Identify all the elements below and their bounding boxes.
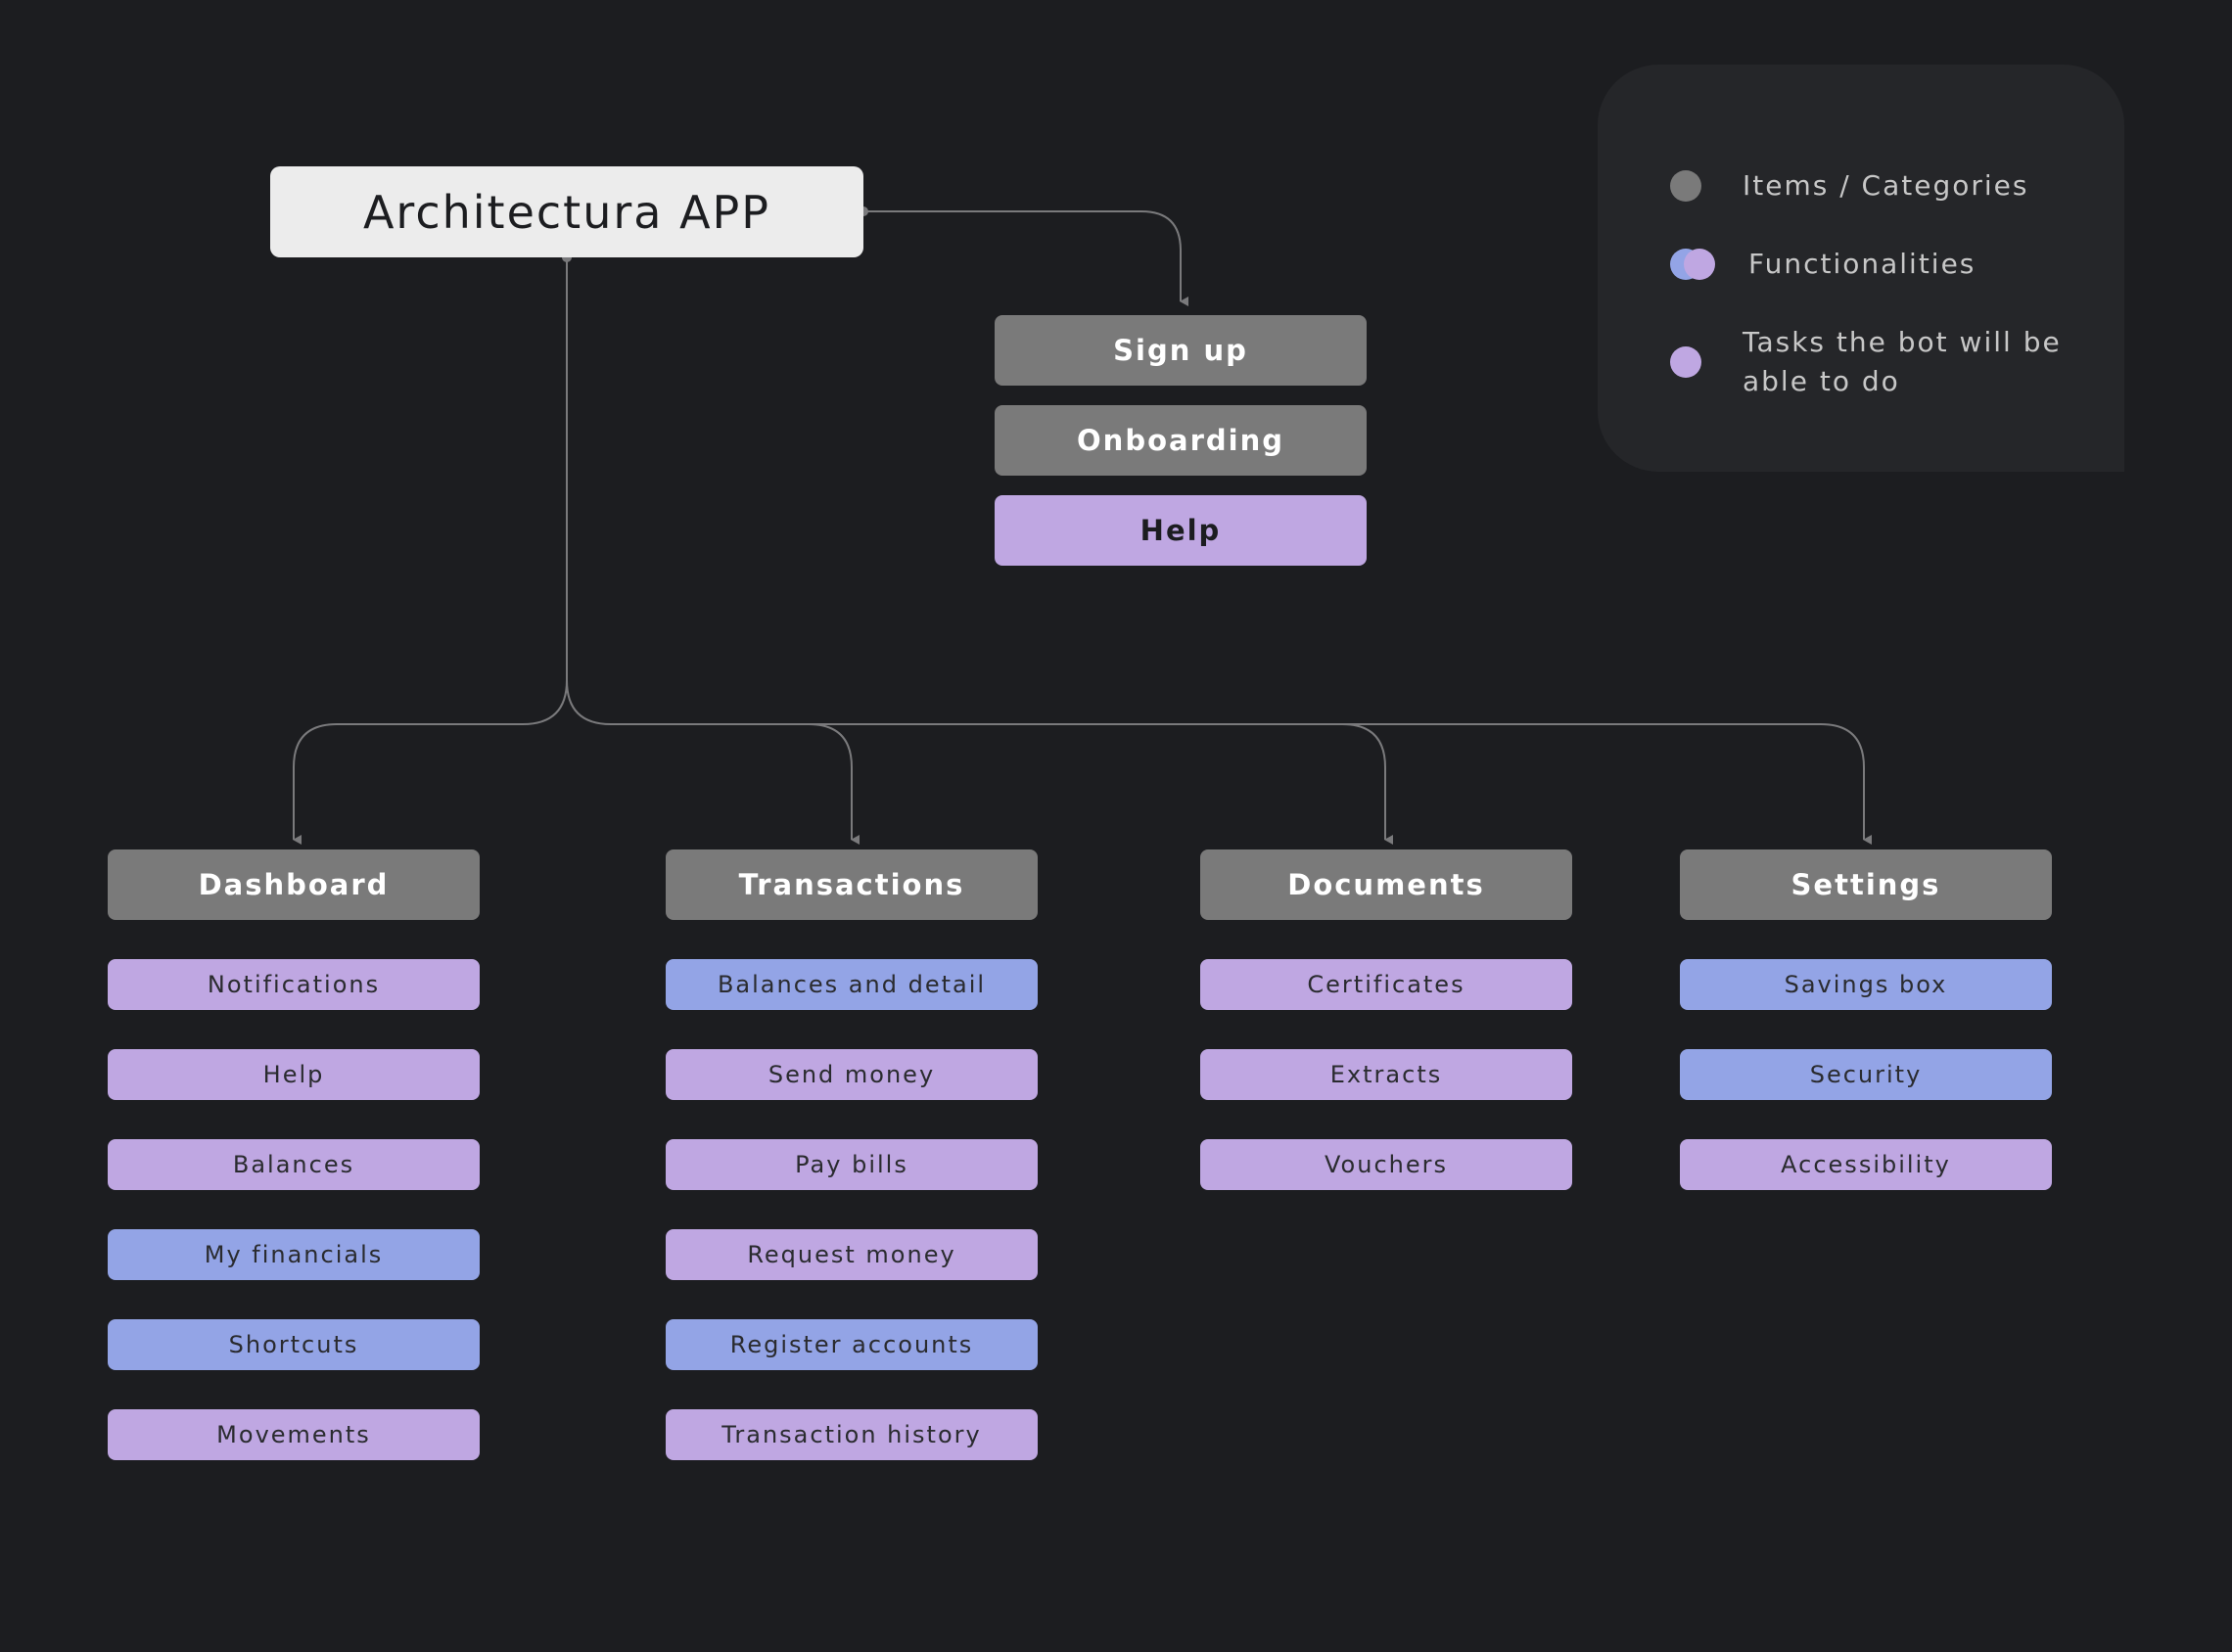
- item-extracts: Extracts: [1200, 1049, 1572, 1100]
- item-send-money: Send money: [666, 1049, 1038, 1100]
- category-label: Dashboard: [198, 868, 390, 901]
- node-onboarding: Onboarding: [995, 405, 1367, 476]
- item-label: Movements: [216, 1421, 371, 1448]
- item-label: Send money: [767, 1061, 936, 1088]
- item-label: Transaction history: [721, 1421, 982, 1448]
- item-certificates: Certificates: [1200, 959, 1572, 1010]
- item-label: Balances: [232, 1151, 355, 1178]
- item-label: Accessibility: [1781, 1151, 1951, 1178]
- connector-right-rail: [566, 679, 1872, 845]
- connector-documents: [1341, 723, 1393, 845]
- item-accessibility: Accessibility: [1680, 1139, 2052, 1190]
- root-label: Architectura APP: [362, 185, 771, 239]
- item-label: Savings box: [1784, 971, 1948, 998]
- item-request-money: Request money: [666, 1229, 1038, 1280]
- connector-dashboard: [293, 679, 568, 845]
- item-label: Balances and detail: [717, 971, 987, 998]
- node-label: Onboarding: [1077, 424, 1284, 457]
- item-label: Notifications: [207, 971, 381, 998]
- legend-category-label: Items / Categories: [1743, 169, 2029, 202]
- item-label: Request money: [747, 1241, 956, 1268]
- legend-task-dot: [1670, 346, 1701, 378]
- item-vouchers: Vouchers: [1200, 1139, 1572, 1190]
- item-label: Help: [262, 1061, 325, 1088]
- item-label: My financials: [204, 1241, 384, 1268]
- category-label: Transactions: [738, 868, 965, 901]
- item-help: Help: [108, 1049, 480, 1100]
- item-label: Security: [1809, 1061, 1923, 1088]
- node-sign-up: Sign up: [995, 315, 1367, 386]
- item-label: Certificates: [1307, 971, 1465, 998]
- item-savings-box: Savings box: [1680, 959, 2052, 1010]
- category-label: Settings: [1790, 868, 1941, 901]
- item-label: Shortcuts: [228, 1331, 359, 1358]
- legend-functionality-dot-purple: [1684, 249, 1715, 280]
- connector-root-signup: [863, 210, 1188, 306]
- node-label: Sign up: [1113, 334, 1248, 367]
- connector-transactions: [808, 723, 860, 845]
- legend-task-label: Tasks the bot will be able to do: [1743, 326, 2062, 397]
- category-dashboard: Dashboard: [108, 849, 480, 920]
- item-label: Extracts: [1329, 1061, 1443, 1088]
- legend-panel: Items / Categories Functionalities Tasks…: [1598, 65, 2124, 472]
- category-documents: Documents: [1200, 849, 1572, 920]
- item-label: Pay bills: [795, 1151, 908, 1178]
- node-help-top: Help: [995, 495, 1367, 566]
- item-pay-bills: Pay bills: [666, 1139, 1038, 1190]
- item-movements: Movements: [108, 1409, 480, 1460]
- item-balances-and-detail: Balances and detail: [666, 959, 1038, 1010]
- legend-functionality-label: Functionalities: [1748, 248, 1976, 280]
- legend-category-dot: [1670, 170, 1701, 202]
- item-notifications: Notifications: [108, 959, 480, 1010]
- item-label: Vouchers: [1325, 1151, 1448, 1178]
- item-shortcuts: Shortcuts: [108, 1319, 480, 1370]
- item-register-accounts: Register accounts: [666, 1319, 1038, 1370]
- category-label: Documents: [1287, 868, 1485, 901]
- item-my-financials: My financials: [108, 1229, 480, 1280]
- item-transaction-history: Transaction history: [666, 1409, 1038, 1460]
- category-transactions: Transactions: [666, 849, 1038, 920]
- item-balances: Balances: [108, 1139, 480, 1190]
- root-node: Architectura APP: [270, 166, 863, 257]
- category-settings: Settings: [1680, 849, 2052, 920]
- item-security: Security: [1680, 1049, 2052, 1100]
- node-label: Help: [1139, 514, 1222, 547]
- item-label: Register accounts: [729, 1331, 974, 1358]
